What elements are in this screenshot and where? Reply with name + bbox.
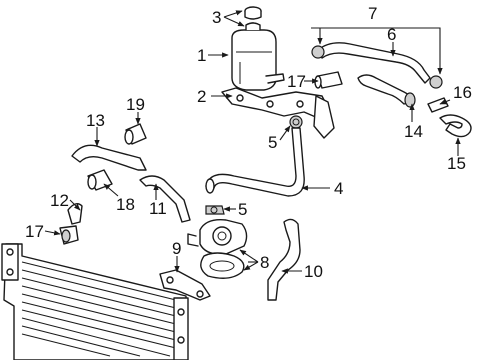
coolant-reservoir[interactable] xyxy=(231,22,285,91)
hose-clamp-bracket[interactable] xyxy=(289,115,303,129)
callout-8: 8 xyxy=(260,253,269,272)
curved-hose[interactable] xyxy=(439,114,472,138)
auxiliary-water-pump[interactable] xyxy=(187,219,248,279)
callout-12: 12 xyxy=(50,191,69,210)
callout-9: 9 xyxy=(172,239,181,258)
callout-10: 10 xyxy=(304,262,323,281)
hose-clamp-left[interactable] xyxy=(311,45,325,59)
heater-outlet-hose[interactable] xyxy=(139,175,191,223)
callout-16: 16 xyxy=(453,83,472,102)
radiator[interactable] xyxy=(1,243,189,360)
callout-4: 4 xyxy=(334,179,343,198)
short-hose[interactable] xyxy=(67,203,83,225)
callout-17-upper: 17 xyxy=(287,72,306,91)
reservoir-bracket[interactable] xyxy=(221,87,335,139)
callout-5-lower: 5 xyxy=(238,200,247,219)
hose-clamp-right[interactable] xyxy=(429,75,443,89)
callout-3: 3 xyxy=(212,8,221,27)
hose-fitting-upper[interactable] xyxy=(314,71,343,89)
heater-inlet-hose[interactable] xyxy=(71,144,147,171)
callout-11: 11 xyxy=(149,199,167,218)
callout-17-lower: 17 xyxy=(25,222,44,241)
hose-connector[interactable] xyxy=(427,97,449,113)
pump-bracket[interactable] xyxy=(159,269,211,301)
hose-fitting-side[interactable] xyxy=(59,225,79,245)
callout-6: 6 xyxy=(387,25,396,44)
callout-15: 15 xyxy=(447,154,466,173)
radiator-feed-hose[interactable] xyxy=(205,127,305,197)
callout-14: 14 xyxy=(404,122,423,141)
callout-18: 18 xyxy=(116,195,135,214)
upper-hose[interactable] xyxy=(317,42,431,84)
pump-mount-nut[interactable] xyxy=(205,205,225,215)
callout-1: 1 xyxy=(197,46,206,65)
callout-7: 7 xyxy=(368,4,377,23)
pump-outlet-hose[interactable] xyxy=(267,218,301,301)
callout-5-upper: 5 xyxy=(268,133,277,152)
leader-lines xyxy=(44,10,461,274)
callout-19: 19 xyxy=(126,95,145,114)
bypass-hose[interactable] xyxy=(357,74,416,108)
callout-13: 13 xyxy=(86,111,105,130)
callout-2: 2 xyxy=(197,87,206,106)
hose-fitting-lower[interactable] xyxy=(87,169,113,191)
bleed-fitting[interactable] xyxy=(124,123,147,145)
